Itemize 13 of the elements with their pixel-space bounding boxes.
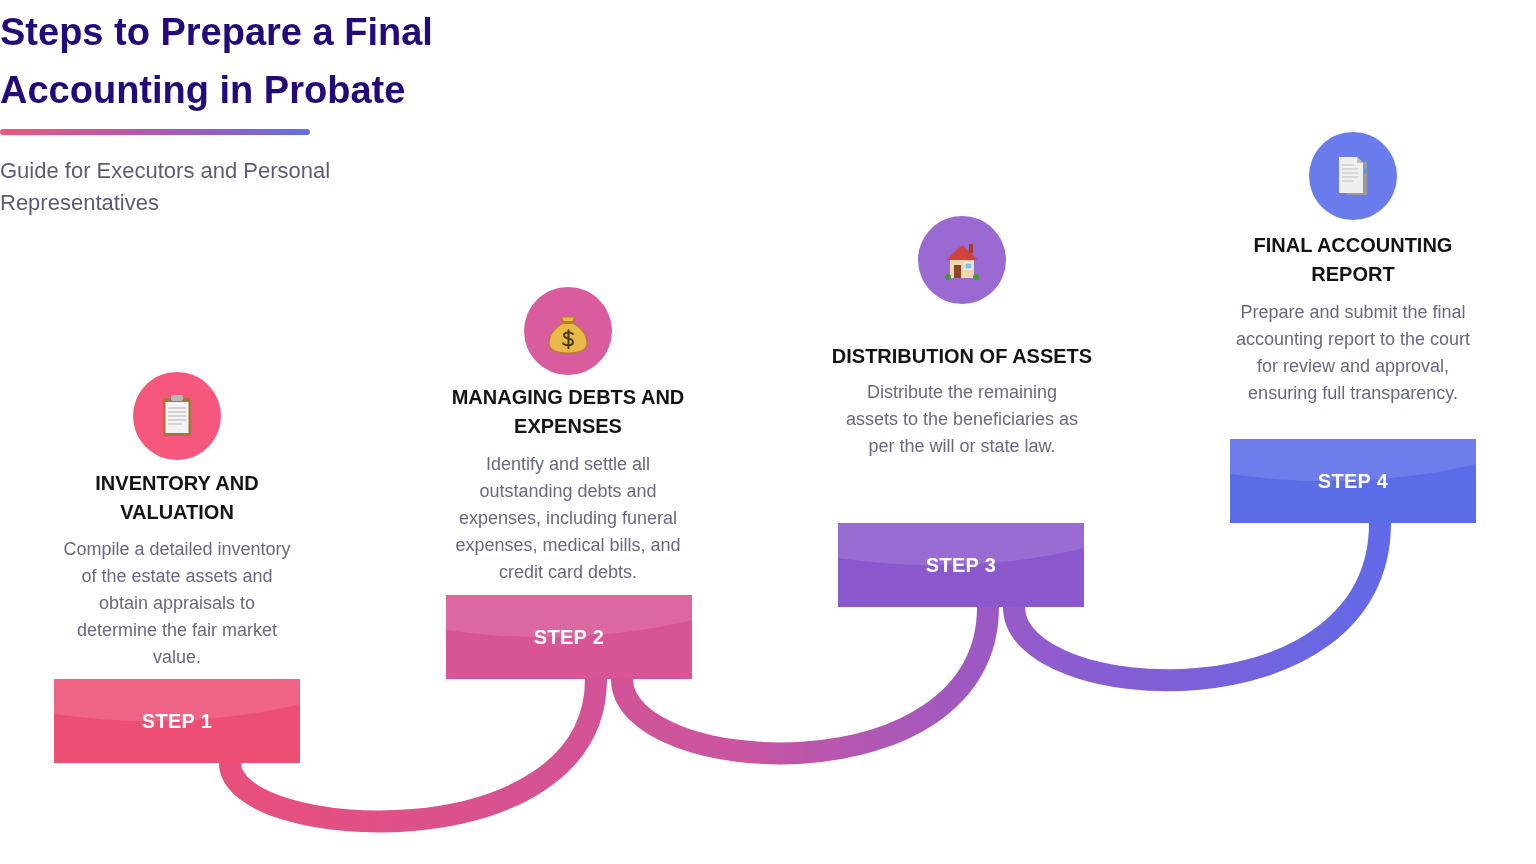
connector-curve [611,605,999,764]
step-heading: INVENTORY AND VALUATION [94,471,260,525]
step-heading: MANAGING DEBTS AND EXPENSES [450,385,686,439]
subtitle: Guide for Executors and Personal Representatives [0,157,332,217]
step-description: Identify and settle all outstanding debts and expenses, including funeral expenses, medical bills, and credit card debts. [454,453,682,584]
connector-curve [219,677,607,833]
step-heading: DISTRIBUTION OF ASSETS [830,344,1094,369]
step-description: Prepare and submit the final accounting report to the court for review and approval, ensuring full transparency. [1234,301,1472,405]
step-description: Distribute the remaining assets to the beneficiaries as per the will or state law. [844,381,1080,458]
step-heading: FINAL ACCOUNTING REPORT [1252,233,1454,287]
connector-curve [1003,521,1391,691]
step-description: Compile a detailed inventory of the estate assets and obtain appraisals to determine the fair market value. [62,538,292,669]
title: Steps to Prepare a Final Accounting in Probate [0,10,434,113]
